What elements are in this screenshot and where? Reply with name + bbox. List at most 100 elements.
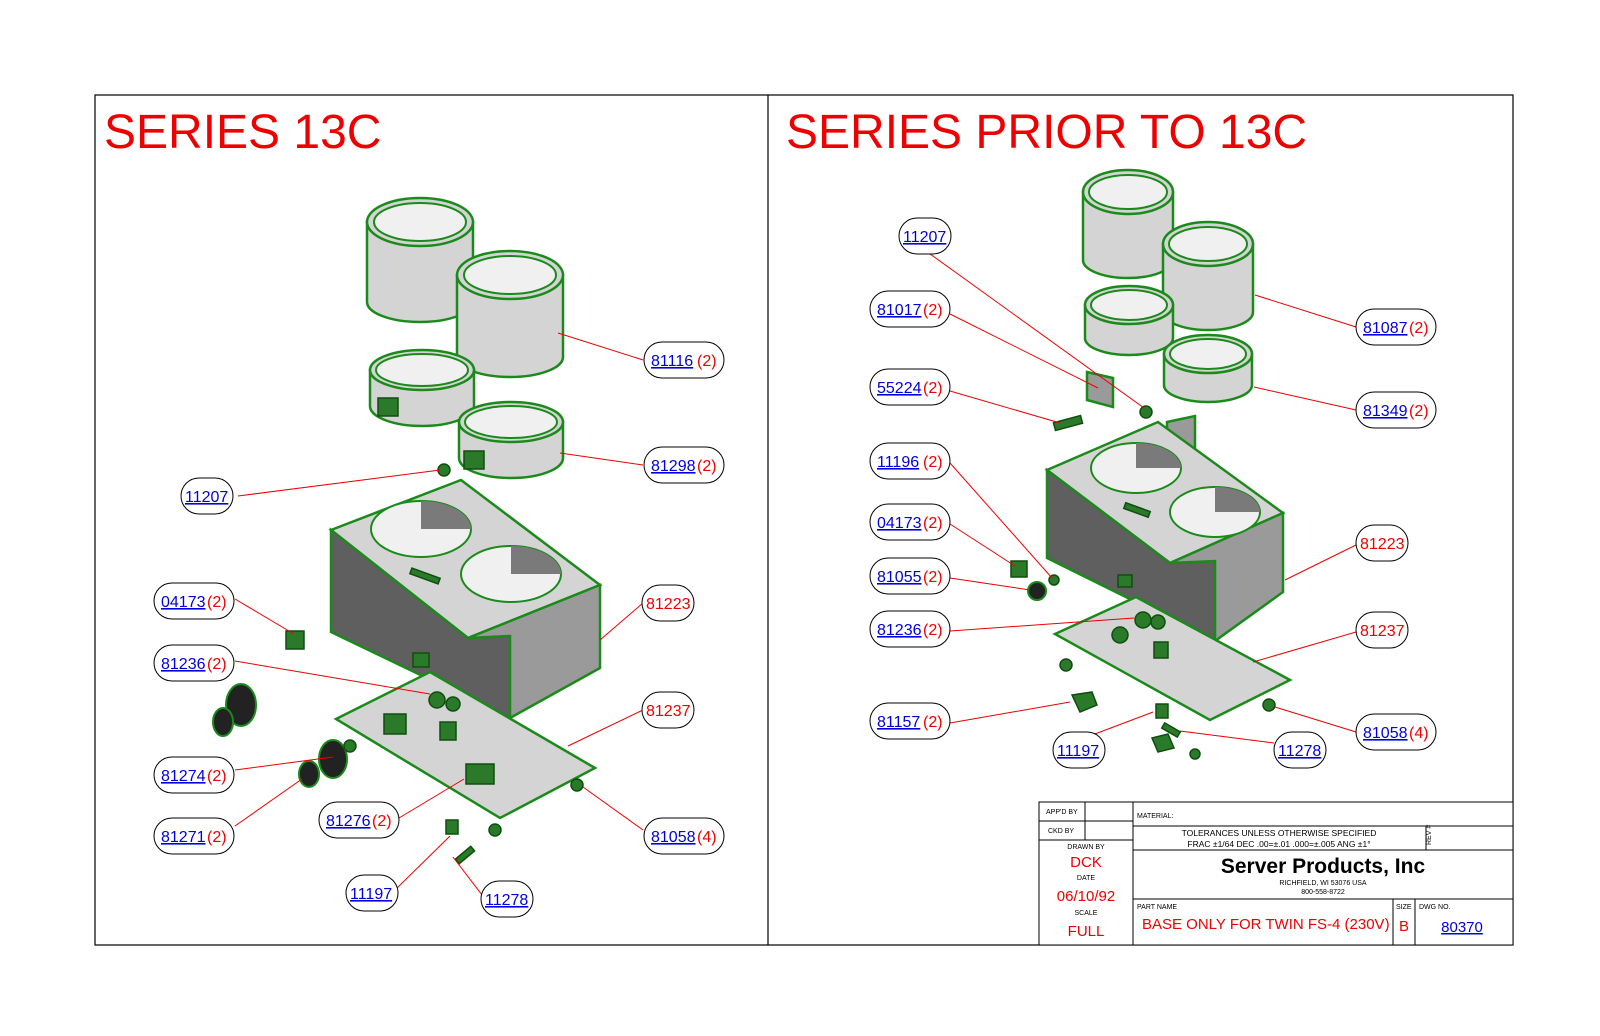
- right-11207-part: [1139, 405, 1153, 419]
- callout-part-number: 11207: [185, 489, 228, 506]
- callout-81236[interactable]: 81236 (2): [153, 644, 235, 682]
- callout-part-number: 11207: [903, 229, 946, 246]
- left-panel-title: SERIES 13C: [104, 106, 381, 159]
- callout-11207[interactable]: 11207: [898, 217, 952, 255]
- callout-81017[interactable]: 81017 (2): [869, 290, 951, 328]
- callout-quantity: (2): [923, 569, 943, 586]
- callout-part-number: 81087: [1363, 320, 1408, 337]
- callout-quantity: (2): [207, 829, 227, 846]
- callout-81276[interactable]: 81276 (2): [318, 801, 400, 839]
- callout-part-number: 81116: [651, 353, 693, 370]
- company-address: RICHFIELD, WI 53076 USA: [1279, 880, 1366, 887]
- callout-81237[interactable]: 81237: [1355, 611, 1409, 649]
- callout-part-number: 11196: [877, 454, 919, 471]
- callout-part-number: 81271: [161, 829, 206, 846]
- callout-part-number: 81298: [651, 458, 696, 475]
- callout-part-number: 81236: [161, 656, 206, 673]
- callout-quantity: (2): [207, 768, 227, 785]
- callout-quantity: (2): [923, 714, 943, 731]
- callout-81058[interactable]: 81058 (4): [1355, 713, 1437, 751]
- callout-81298[interactable]: 81298 (2): [643, 446, 725, 484]
- callout-quantity: (2): [923, 380, 943, 397]
- callout-part-number: 81157: [877, 714, 920, 731]
- date-label: DATE: [1077, 875, 1095, 882]
- callout-81274[interactable]: 81274 (2): [153, 756, 235, 794]
- callout-quantity: (2): [372, 813, 392, 830]
- callout-part-number: 81058: [1363, 725, 1408, 742]
- callout-part-number: 81058: [651, 829, 696, 846]
- callout-part-number: 81237: [1360, 623, 1405, 640]
- callout-81236[interactable]: 81236 (2): [869, 610, 951, 648]
- callout-part-number: 81237: [646, 703, 691, 720]
- left-heater-band-back: [368, 348, 476, 428]
- right-11197-part: [1155, 703, 1169, 719]
- callout-55224[interactable]: 55224 (2): [869, 368, 951, 406]
- callout-quantity: (2): [923, 622, 943, 639]
- callout-11278[interactable]: 11278: [480, 880, 534, 918]
- callout-quantity: (4): [697, 829, 717, 846]
- right-pan-front: [1161, 220, 1255, 332]
- sheet-frame: [94, 94, 1514, 946]
- appd-by-label: APP'D BY: [1046, 809, 1078, 816]
- part-name-label: PART NAME: [1137, 904, 1177, 911]
- callout-81116[interactable]: 81116 (2): [643, 341, 725, 379]
- callout-part-number: 04173: [877, 515, 922, 532]
- callout-quantity: (2): [1409, 320, 1429, 337]
- callout-quantity: (4): [1409, 725, 1429, 742]
- callout-81237[interactable]: 81237: [641, 691, 695, 729]
- callout-part-number: 81223: [646, 596, 691, 613]
- scale-label: SCALE: [1075, 910, 1098, 917]
- callout-quantity: (2): [923, 515, 943, 532]
- callout-11197[interactable]: 11197: [345, 874, 399, 912]
- right-pan-back: [1081, 168, 1175, 280]
- left-81058-part-2: [488, 823, 502, 837]
- callout-11207[interactable]: 11207: [180, 477, 234, 515]
- callout-part-number: 81017: [877, 302, 922, 319]
- callout-part-number: 81276: [326, 813, 371, 830]
- left-04173-part: [285, 630, 305, 650]
- size-value: B: [1399, 918, 1409, 935]
- left-knob-2: [298, 760, 320, 788]
- right-55224-part: [1052, 414, 1084, 432]
- right-04173-part: [1010, 560, 1028, 578]
- callout-part-number: 11197: [350, 886, 392, 903]
- callout-81349[interactable]: 81349 (2): [1355, 391, 1437, 429]
- callout-04173[interactable]: 04173 (2): [869, 503, 951, 541]
- callout-part-number: 55224: [877, 380, 922, 397]
- callout-81271[interactable]: 81271 (2): [153, 817, 235, 855]
- callout-81087[interactable]: 81087 (2): [1355, 308, 1437, 346]
- callout-81223[interactable]: 81223: [641, 584, 695, 622]
- right-base-housing: [1044, 420, 1286, 644]
- callout-part-number: 11197: [1057, 743, 1099, 760]
- callout-quantity: (2): [207, 594, 227, 611]
- scale-value: FULL: [1068, 923, 1105, 940]
- right-exploded-assembly: [1010, 168, 1293, 760]
- date-value: 06/10/92: [1057, 888, 1115, 905]
- callout-81223[interactable]: 81223: [1355, 524, 1409, 562]
- left-dial-1: [225, 683, 257, 727]
- callout-81055[interactable]: 81055 (2): [869, 557, 951, 595]
- dwg-no-label: DWG NO.: [1419, 904, 1451, 911]
- callout-04173[interactable]: 04173 (2): [153, 582, 235, 620]
- callout-part-number: 11278: [1278, 743, 1321, 760]
- left-11278-part: [454, 845, 476, 865]
- callout-11278[interactable]: 11278: [1273, 731, 1327, 769]
- right-81017-shield-a: [1085, 370, 1115, 409]
- callout-quantity: (2): [697, 458, 717, 475]
- callout-81157[interactable]: 81157 (2): [869, 702, 951, 740]
- callout-11196[interactable]: 11196 (2): [869, 442, 951, 480]
- callout-part-number: 04173: [161, 594, 206, 611]
- size-label: SIZE: [1396, 904, 1412, 911]
- callout-part-number: 11278: [485, 892, 528, 909]
- part-name-value: BASE ONLY FOR TWIN FS-4 (230V): [1142, 916, 1390, 933]
- callout-quantity: (2): [923, 302, 943, 319]
- callout-quantity: (2): [1409, 403, 1429, 420]
- right-heater-band-back: [1083, 284, 1175, 357]
- dwg-no-value[interactable]: 80370: [1441, 919, 1483, 936]
- callout-11197[interactable]: 11197: [1052, 731, 1106, 769]
- right-81157-part-2: [1150, 733, 1176, 753]
- callout-quantity: (2): [697, 353, 717, 370]
- left-base-plate: [333, 670, 598, 820]
- callout-81058[interactable]: 81058 (4): [643, 817, 725, 855]
- drawn-by-value: DCK: [1070, 854, 1102, 871]
